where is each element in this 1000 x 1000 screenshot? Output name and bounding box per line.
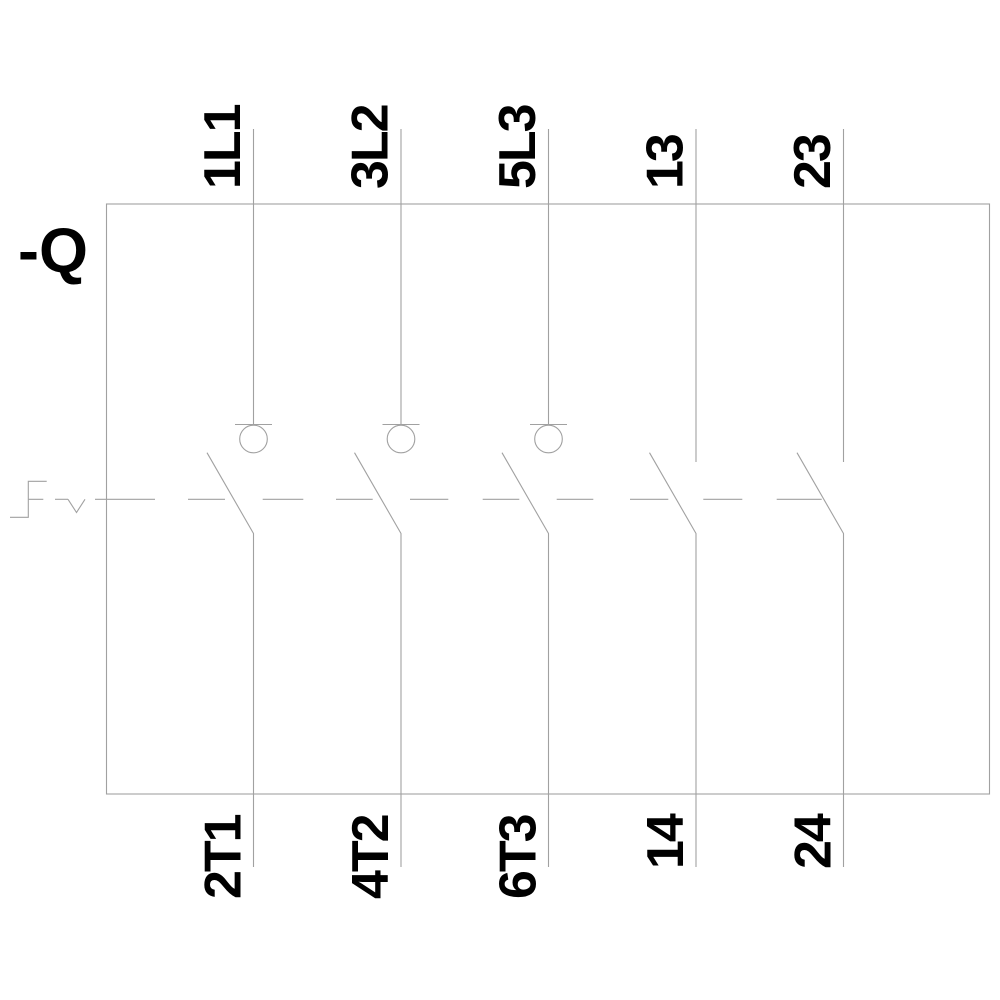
terminal-label-3l2: 3L2 [342, 105, 400, 189]
pole2-top-conductor [382, 129, 420, 426]
aux2-contact-blade [796, 452, 845, 867]
main-pole-2: 3L2 4T2 [342, 105, 420, 899]
aux-contact-1: 13 14 [637, 129, 697, 869]
terminal-label-2t1: 2T1 [195, 814, 253, 899]
main-pole-1: 1L1 2T1 [194, 104, 272, 899]
aux1-contact-blade [649, 452, 697, 867]
main-pole-3: 5L3 6T3 [489, 104, 567, 899]
terminal-label-24: 24 [785, 813, 843, 869]
device-designation: -Q [18, 216, 88, 286]
terminal-label-1l1: 1L1 [194, 104, 252, 189]
pole3-top-conductor [530, 129, 567, 426]
terminal-label-5l3: 5L3 [489, 104, 547, 189]
terminal-label-14: 14 [637, 813, 695, 869]
linkage-v-icon [67, 499, 86, 514]
pole1-overload-release-circle [239, 424, 268, 454]
terminal-label-13: 13 [637, 134, 695, 189]
pole2-contact-blade [354, 452, 402, 867]
aux-contact-2: 23 24 [784, 129, 845, 869]
terminal-label-4t2: 4T2 [342, 815, 400, 899]
pole3-overload-release-circle [534, 424, 563, 454]
terminal-label-6t3: 6T3 [490, 814, 548, 899]
terminal-label-23: 23 [784, 134, 842, 189]
pole1-contact-blade [206, 452, 255, 867]
pole2-overload-release-circle [386, 424, 416, 454]
trip-latch-icon [10, 480, 47, 518]
pole1-top-conductor [235, 129, 272, 426]
pole3-contact-blade [501, 452, 550, 867]
